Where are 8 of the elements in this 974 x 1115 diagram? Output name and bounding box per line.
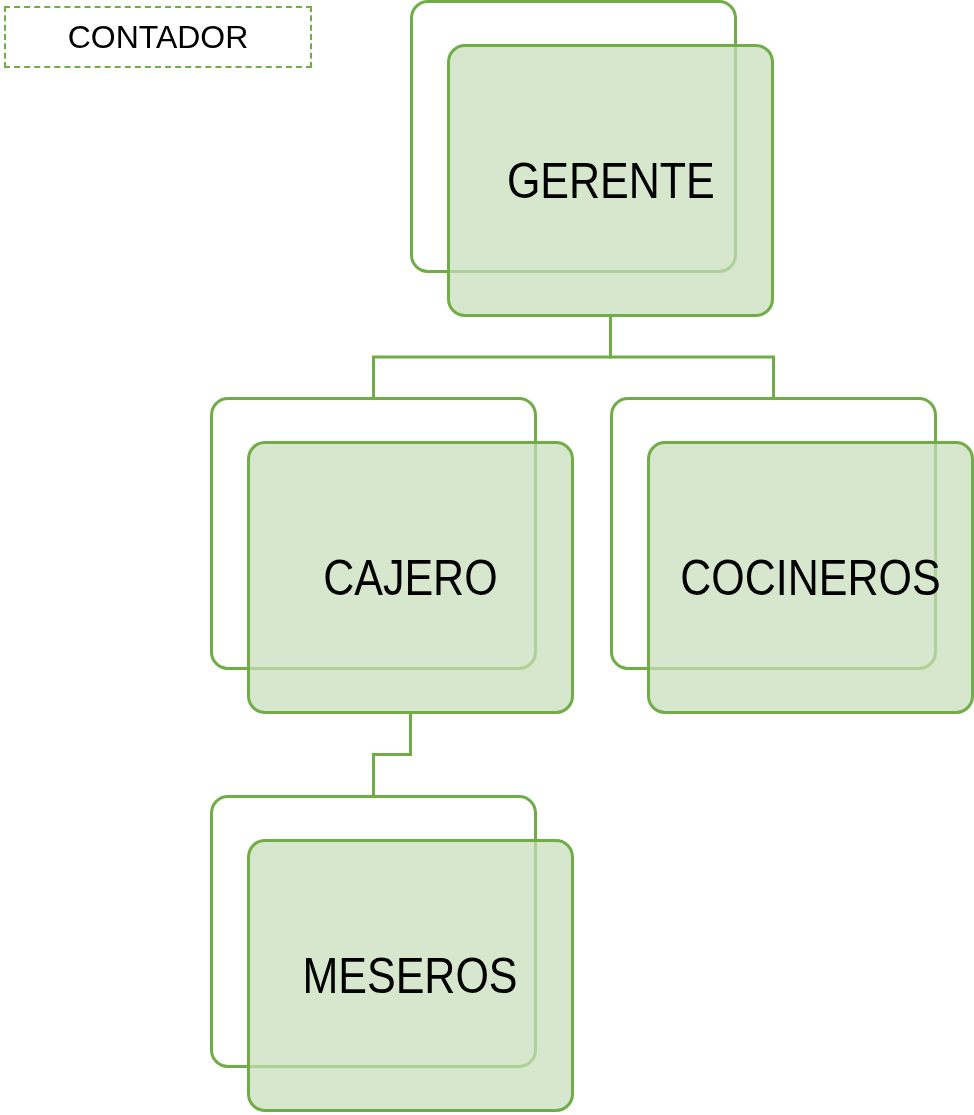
position-label: COCINEROS [680,548,941,607]
connector-line [372,714,412,795]
dashed-box [4,6,312,68]
position-label: CAJERO [323,548,498,607]
position-label: MESEROS [302,946,519,1005]
connector-line [609,317,775,397]
position-label: GERENTE [506,151,715,210]
box-label: CONTADOR [67,18,249,56]
